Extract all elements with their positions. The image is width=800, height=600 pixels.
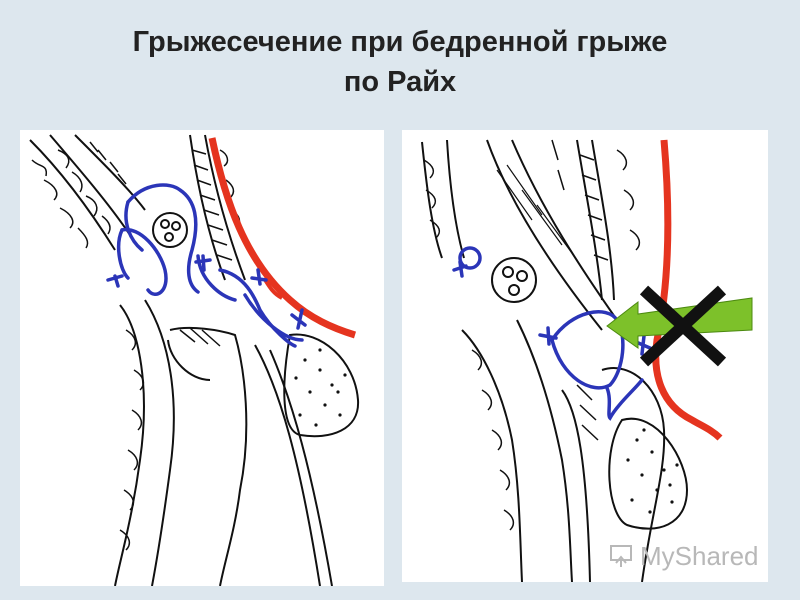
right-illustration bbox=[402, 130, 768, 582]
cord-circle bbox=[152, 212, 188, 248]
wall-outline-2 bbox=[49, 134, 131, 236]
lymph-dots bbox=[294, 348, 347, 427]
title-line-2: по Райх bbox=[343, 66, 457, 98]
inguinal-ligament-red bbox=[208, 137, 357, 339]
inguinal-ligament-red bbox=[652, 139, 723, 441]
wall-cells bbox=[423, 159, 441, 239]
suture-loop-right bbox=[218, 268, 297, 348]
cord-vessel-3 bbox=[164, 232, 174, 242]
pubic-cells bbox=[119, 329, 145, 551]
vessel-wall bbox=[561, 389, 591, 582]
wall-outline-1 bbox=[29, 139, 116, 251]
fascia-line-1 bbox=[576, 139, 603, 301]
fascia-hatch bbox=[579, 154, 609, 261]
muscle-band-2 bbox=[511, 139, 618, 321]
suture-knot-3 bbox=[250, 268, 268, 286]
suture-loop-main bbox=[550, 310, 625, 390]
cord-circle bbox=[491, 257, 537, 303]
cord-vessel-1 bbox=[160, 219, 170, 229]
bone-cells bbox=[471, 349, 515, 531]
cord-vessel-3 bbox=[508, 284, 520, 296]
right-drawing bbox=[421, 139, 753, 582]
bone-outline-1 bbox=[461, 329, 523, 582]
wall-cells-1 bbox=[31, 159, 89, 249]
suture-knot-ring bbox=[452, 260, 468, 278]
suture-loop-right-2 bbox=[243, 293, 304, 342]
suture-loop-upper-left bbox=[124, 200, 144, 252]
vessel-hatch bbox=[179, 327, 221, 347]
muscle-fibers bbox=[496, 164, 578, 261]
suture-knot-2 bbox=[194, 254, 212, 272]
suture-loop-upper bbox=[126, 183, 200, 294]
muscle-line-2 bbox=[269, 349, 333, 586]
cord-vessel-1 bbox=[502, 266, 514, 278]
title-line-1: Грыжесечение при бедренной грыже bbox=[132, 26, 668, 58]
presentation-board-icon bbox=[610, 545, 632, 567]
watermark-text: MyShared bbox=[640, 540, 759, 571]
wall-hatch bbox=[81, 141, 127, 185]
suture-loop-left bbox=[116, 228, 130, 280]
blue-sutures bbox=[452, 246, 652, 421]
suture-knot-1 bbox=[106, 274, 124, 288]
upper-hatch bbox=[551, 139, 565, 191]
pubic-outline-2 bbox=[144, 299, 175, 586]
bone-outline-2 bbox=[516, 319, 573, 582]
suture-loop-lower bbox=[605, 378, 644, 421]
suture-knot-4 bbox=[290, 308, 307, 330]
fascia-line-1 bbox=[189, 134, 226, 281]
vessel-fold bbox=[167, 339, 211, 381]
vessel-hatch bbox=[576, 384, 599, 441]
black-cross-icon bbox=[639, 285, 727, 367]
muscle-line-1 bbox=[254, 344, 321, 586]
wall-cells-2 bbox=[57, 149, 111, 235]
slide-title: Грыжесечение при бедренной грыже по Райх bbox=[0, 22, 800, 102]
fascia-cells bbox=[616, 149, 641, 251]
muscle-band-1 bbox=[486, 139, 603, 331]
wall-outline-2 bbox=[446, 139, 465, 259]
cord-vessel-2 bbox=[171, 221, 181, 231]
cord-vessel-2 bbox=[516, 270, 528, 282]
lymph-node bbox=[283, 333, 360, 438]
blue-sutures bbox=[106, 183, 307, 348]
fascia-line-2 bbox=[204, 134, 246, 281]
lymph-node bbox=[608, 417, 689, 530]
wall-outline-1 bbox=[421, 141, 443, 259]
pubic-outline-1 bbox=[114, 304, 145, 586]
fascia-hatch bbox=[191, 149, 233, 261]
fascia-line-2 bbox=[591, 139, 615, 301]
lymph-dots bbox=[626, 428, 679, 514]
suture-loop-left-2 bbox=[120, 227, 168, 296]
vessel-outline bbox=[169, 326, 248, 586]
left-drawing bbox=[29, 134, 360, 586]
suture-knot-1 bbox=[538, 326, 558, 346]
watermark: MyShared bbox=[608, 536, 778, 576]
left-illustration bbox=[20, 130, 384, 586]
suture-ring bbox=[458, 246, 482, 270]
